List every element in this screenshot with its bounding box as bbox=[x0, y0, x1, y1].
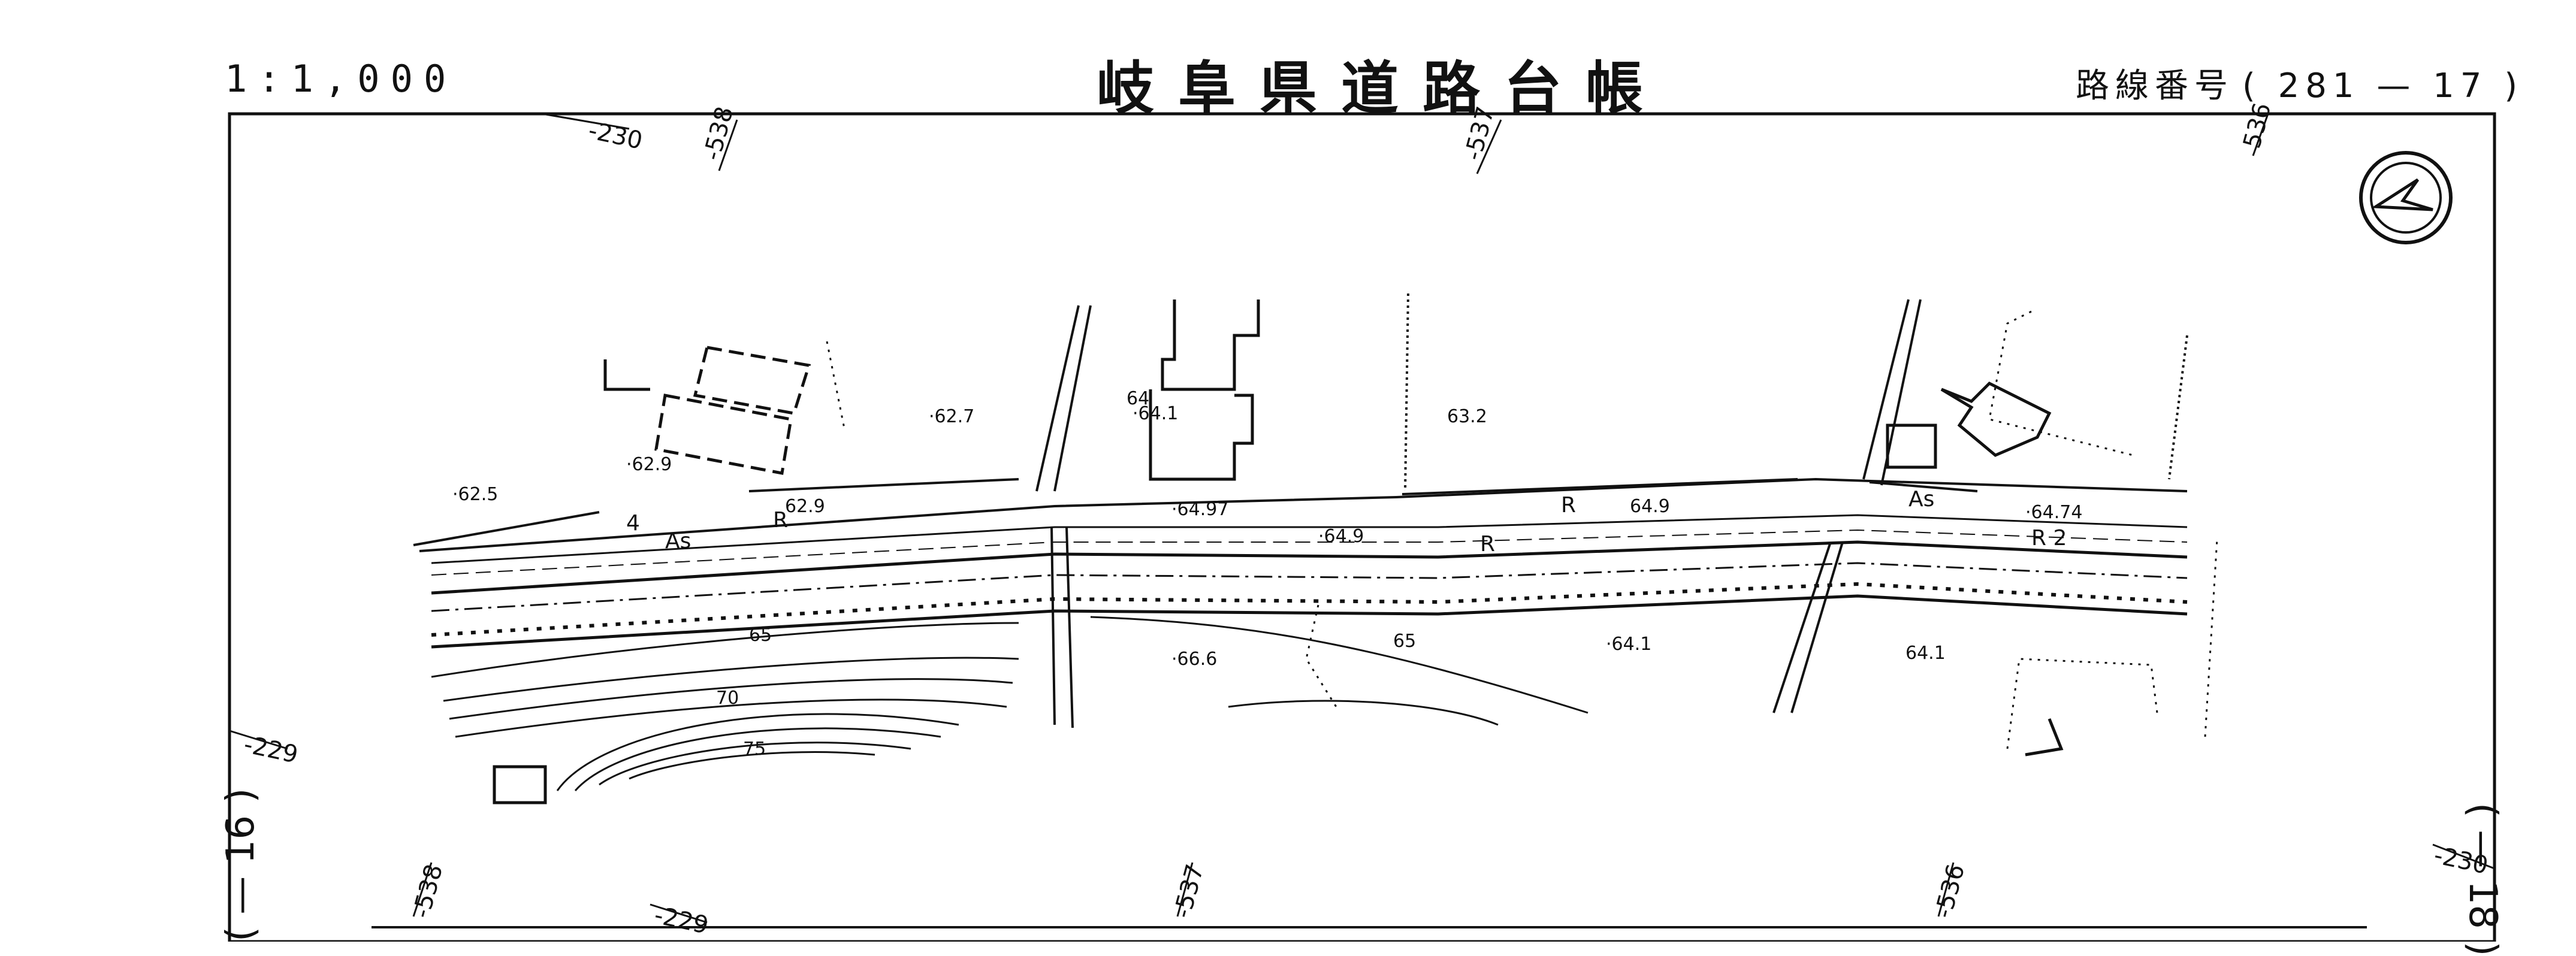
road-surface-label: As bbox=[665, 529, 691, 553]
spot-height: 64.9 bbox=[1630, 496, 1670, 517]
road-label: R bbox=[1480, 532, 1495, 556]
spot-height: ·66.6 bbox=[1171, 649, 1217, 670]
contour-label: 65 bbox=[1393, 631, 1416, 652]
fence-lines bbox=[413, 293, 2188, 546]
route-number: 路線番号( 281 — 17 ) bbox=[2067, 59, 2523, 107]
grid-label-y-right: -230 bbox=[2432, 842, 2490, 880]
road-label: R bbox=[1561, 493, 1576, 518]
spot-height: ·64.74 bbox=[2025, 502, 2082, 523]
contour-label: 75 bbox=[743, 739, 766, 760]
spot-height: ·64.1 bbox=[1133, 403, 1178, 424]
main-road bbox=[419, 477, 2188, 649]
map-title: 岐阜県道路台帳 bbox=[1097, 55, 1667, 122]
road-label: R 2 bbox=[2031, 526, 2067, 550]
road-label: 4 bbox=[626, 511, 640, 536]
grid-label-x-bottom-3: -536 bbox=[1929, 861, 1970, 921]
road-label: R bbox=[773, 508, 788, 533]
route-number-label: 路線番号 bbox=[2076, 66, 2234, 105]
grid-label-x-top-3: 536 bbox=[2238, 100, 2276, 152]
spot-height: ·64.1 bbox=[1606, 634, 1651, 655]
contour-label: 70 bbox=[716, 688, 739, 709]
north-arrow-icon bbox=[2359, 151, 2453, 244]
map-scale: 1:1,000 bbox=[225, 57, 457, 101]
spot-height: 62.9 bbox=[785, 496, 825, 517]
cross-streets bbox=[1035, 299, 1922, 728]
spot-height: ·64.97 bbox=[1171, 499, 1228, 520]
grid-label-y-left-1: -230 bbox=[586, 117, 645, 155]
contour-label: 65 bbox=[749, 625, 772, 646]
map-frame bbox=[228, 112, 2496, 942]
spot-height: ·64.9 bbox=[1318, 526, 1364, 547]
spot-height: ·62.7 bbox=[929, 406, 974, 427]
spot-height: ·62.9 bbox=[626, 454, 672, 475]
grid-ticks bbox=[229, 113, 2495, 924]
road-surface-label: As bbox=[1908, 487, 1934, 512]
spot-height: 64 bbox=[1127, 388, 1149, 409]
grid-label-y-bottom: -229 bbox=[652, 901, 711, 940]
grid-label-x-bottom-1: -538 bbox=[407, 861, 448, 921]
buildings bbox=[493, 299, 2064, 804]
spot-height: ·62.5 bbox=[452, 484, 498, 505]
parcel-boundaries bbox=[826, 310, 2218, 749]
spot-height: 63.2 bbox=[1447, 406, 1487, 427]
grid-label-y-left-2: -229 bbox=[241, 731, 300, 769]
contours bbox=[431, 616, 1589, 791]
grid-label-x-bottom-2: -537 bbox=[1168, 861, 1209, 921]
route-number-value: ( 281 — 17 ) bbox=[2242, 66, 2524, 105]
spot-height: 64.1 bbox=[1905, 643, 1946, 664]
